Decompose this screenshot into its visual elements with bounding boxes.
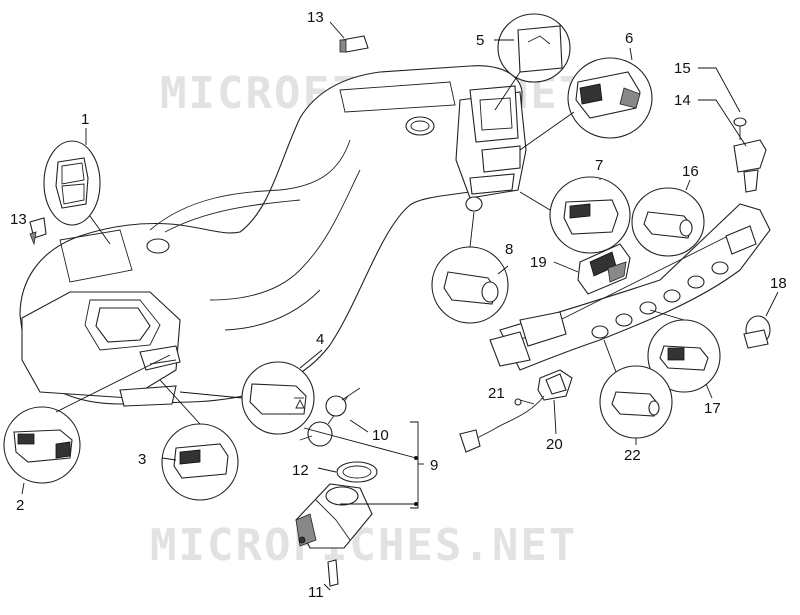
part-bubble-8 [431, 246, 509, 324]
part-18 [743, 315, 771, 349]
callout-20: 20 [546, 436, 563, 453]
callout-2: 2 [16, 497, 24, 514]
part-13-top [339, 35, 369, 53]
callout-5: 5 [476, 32, 484, 49]
callout-12: 12 [292, 462, 309, 479]
part-20 [459, 369, 573, 453]
part-bubble-3 [161, 423, 239, 501]
callout-14: 14 [674, 92, 691, 109]
part-11-screw [327, 559, 339, 587]
part-bubble-4 [241, 361, 315, 435]
leader-3 [161, 457, 177, 461]
leader-6b [519, 111, 575, 151]
leader-17b [705, 383, 713, 399]
callout-13-top: 13 [307, 9, 324, 26]
callout-19: 19 [530, 254, 547, 271]
leader-5b [494, 71, 521, 111]
leader-7b [519, 191, 551, 211]
part-bubble-6 [567, 57, 653, 139]
callout-labels: 1 2 3 4 5 6 7 8 9 10 11 12 13 13 14 15 1… [10, 9, 787, 601]
leader-10 [349, 419, 369, 433]
part-bubble-5 [497, 13, 571, 83]
part-12-gasket [336, 461, 378, 483]
part-bubble-2 [3, 406, 81, 484]
leader-17 [649, 309, 685, 321]
leader-15 [698, 67, 741, 113]
callout-7: 7 [595, 157, 603, 174]
bracket-9 [410, 421, 419, 509]
handlebar-cover [19, 65, 527, 407]
callout-21: 21 [488, 385, 505, 402]
leader-2b [21, 482, 25, 495]
part-10-key [299, 387, 361, 447]
callout-10: 10 [372, 427, 389, 444]
part-bubble-17 [647, 319, 721, 393]
part-13-left [29, 217, 47, 246]
leader-6 [629, 47, 633, 61]
leader-10b [303, 427, 417, 459]
leader-14 [698, 99, 747, 147]
callout-17: 17 [704, 400, 721, 417]
part-9-ignition-lock [295, 483, 373, 549]
leader-4 [299, 349, 323, 369]
right-switch-panel [489, 203, 771, 371]
bracket-dot-1 [414, 456, 418, 460]
part-bubble-22 [599, 365, 673, 439]
leader-20 [553, 399, 557, 435]
leader-13-top [329, 21, 345, 39]
callout-9: 9 [430, 457, 438, 474]
part-14-15 [733, 117, 767, 193]
part-19 [577, 243, 631, 295]
part-bubble-7 [549, 176, 631, 254]
leader-8 [497, 265, 509, 275]
callout-11: 11 [308, 584, 324, 601]
callout-4: 4 [316, 331, 324, 348]
leader-12 [317, 467, 337, 473]
callout-3: 3 [138, 451, 146, 468]
callout-8: 8 [505, 241, 513, 258]
callout-18: 18 [770, 275, 787, 292]
leader-8b [469, 211, 475, 248]
callout-1: 1 [81, 111, 89, 128]
leader-19 [553, 261, 579, 273]
callout-22: 22 [624, 447, 641, 464]
leader-4b [179, 391, 243, 399]
screw-21 [514, 398, 522, 406]
bracket-dot-2 [414, 502, 418, 506]
leader-21 [519, 399, 535, 405]
leader-2 [55, 354, 171, 413]
callout-16: 16 [682, 163, 699, 180]
watermark-bottom: MICROFICHES.NET [150, 520, 577, 571]
leader-18 [765, 291, 779, 317]
callout-13-left: 13 [10, 211, 27, 228]
part-bubble-16 [631, 187, 705, 257]
leader-22b [603, 339, 617, 373]
leader-1b [89, 215, 111, 245]
part-bubble-1 [43, 140, 101, 226]
leader-16 [685, 179, 691, 191]
leader-3b [159, 379, 201, 425]
callout-15: 15 [674, 60, 691, 77]
leader-11 [323, 583, 331, 591]
callout-6: 6 [625, 30, 633, 47]
